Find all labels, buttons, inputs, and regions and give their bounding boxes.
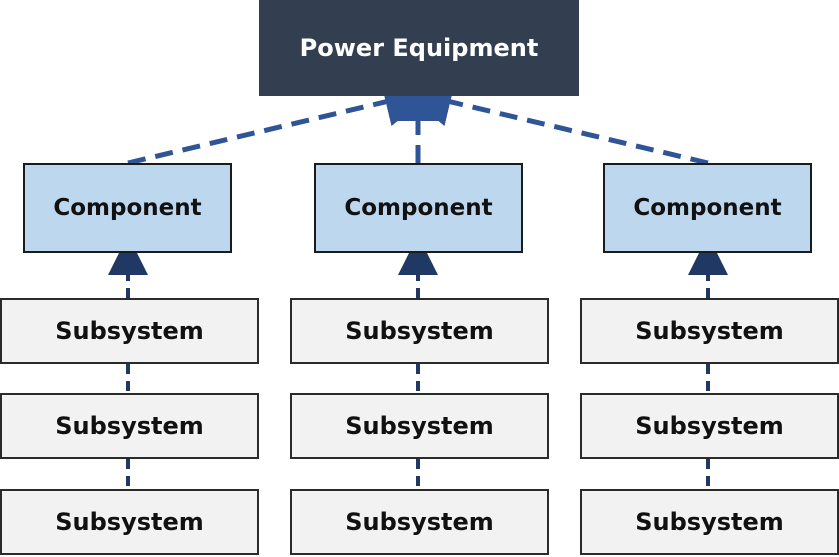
subsystem-label-3-1: Subsystem — [635, 317, 784, 345]
subsystem-label-1-3: Subsystem — [55, 508, 204, 536]
subsystem-box-3-1: Subsystem — [580, 298, 839, 364]
subsystem-box-1-1: Subsystem — [0, 298, 259, 364]
subsystem-label-3-2: Subsystem — [635, 412, 784, 440]
component-label-3: Component — [633, 195, 782, 221]
subsystem-label-2-1: Subsystem — [345, 317, 494, 345]
component-label-2: Component — [344, 195, 493, 221]
component-1-to-power-equipment-arrow — [127, 77, 435, 166]
subsystem-box-1-3: Subsystem — [0, 489, 259, 555]
subsystem-box-3-3: Subsystem — [580, 489, 839, 555]
subsystem-label-3-3: Subsystem — [635, 508, 784, 536]
subsystem-box-2-1: Subsystem — [290, 298, 549, 364]
subsystem-label-2-3: Subsystem — [345, 508, 494, 536]
subsystem-label-1-2: Subsystem — [55, 412, 204, 440]
component-box-3: Component — [603, 163, 812, 253]
component-3-to-power-equipment-arrow — [401, 77, 709, 166]
component-box-2: Component — [314, 163, 523, 253]
power-equipment-label: Power Equipment — [299, 34, 539, 62]
subsystem-label-1-1: Subsystem — [55, 317, 204, 345]
component-label-1: Component — [53, 195, 202, 221]
subsystem-label-2-2: Subsystem — [345, 412, 494, 440]
component-box-1: Component — [23, 163, 232, 253]
subsystem-box-2-2: Subsystem — [290, 393, 549, 459]
power-equipment-box: Power Equipment — [259, 0, 579, 96]
subsystem-box-3-2: Subsystem — [580, 393, 839, 459]
subsystem-box-1-2: Subsystem — [0, 393, 259, 459]
subsystem-box-2-3: Subsystem — [290, 489, 549, 555]
